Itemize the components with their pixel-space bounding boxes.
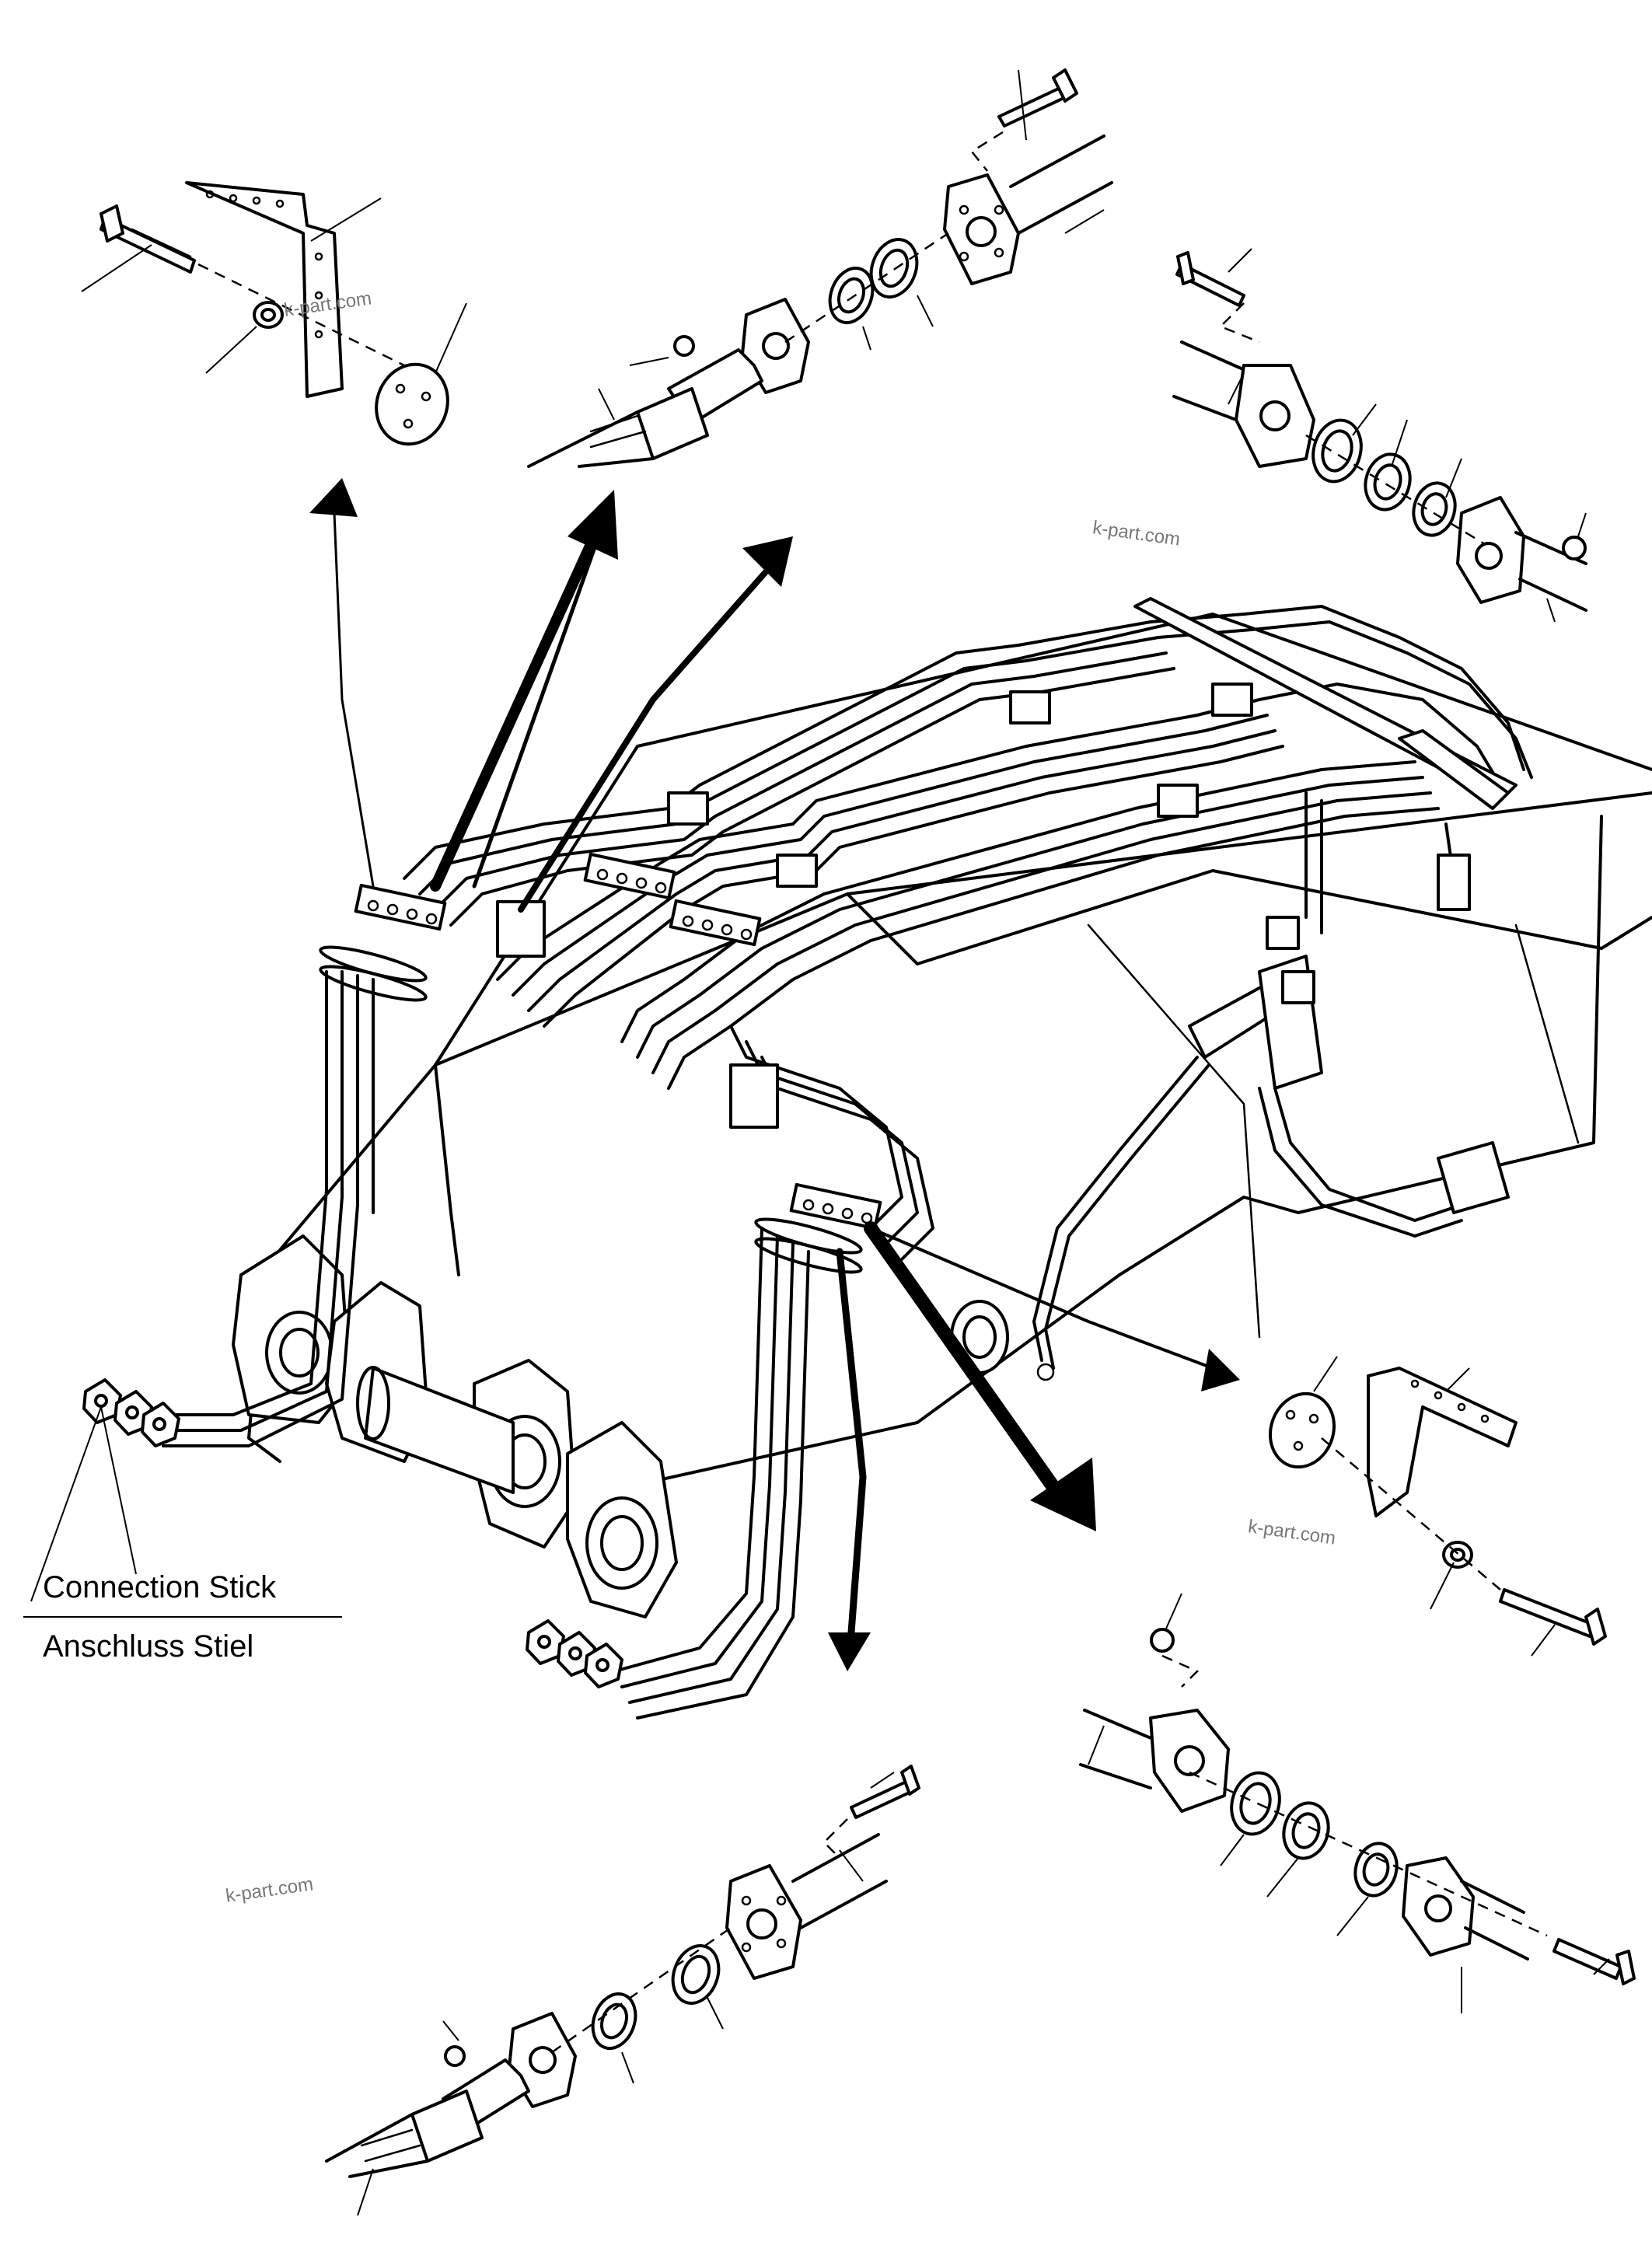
detail-arrows — [309, 478, 1240, 1671]
arrowhead-3 — [742, 536, 793, 587]
stick-lugs — [232, 1234, 1009, 1618]
boom-body — [247, 613, 1652, 1517]
detail-top-center — [527, 68, 1113, 468]
detail-bottom-right — [1079, 1593, 1636, 2013]
connection-label-de: Anschluss Stiel — [43, 1629, 254, 1664]
detail-bottom-center — [325, 1765, 920, 2216]
detail-top-left — [81, 181, 467, 446]
arrowhead-1 — [309, 478, 358, 517]
arrowhead-4 — [1030, 1458, 1096, 1531]
detail-right-middle — [1268, 1356, 1607, 1657]
right-bracket-cable — [1032, 791, 1510, 1381]
fitting-left-3 — [141, 1402, 180, 1447]
tube-bundles — [138, 605, 1533, 1720]
fitting-lower-3 — [584, 1643, 623, 1688]
connection-label-en: Connection Stick — [43, 1570, 277, 1604]
arrowhead-2 — [568, 490, 618, 560]
connection-leaders — [23, 1406, 342, 1618]
tube-clamps — [319, 597, 1518, 1274]
arrowhead-5 — [1201, 1349, 1240, 1391]
detail-right — [1172, 248, 1587, 623]
arrowhead-6 — [828, 1632, 871, 1671]
stick-connection-fittings — [82, 1378, 623, 1688]
